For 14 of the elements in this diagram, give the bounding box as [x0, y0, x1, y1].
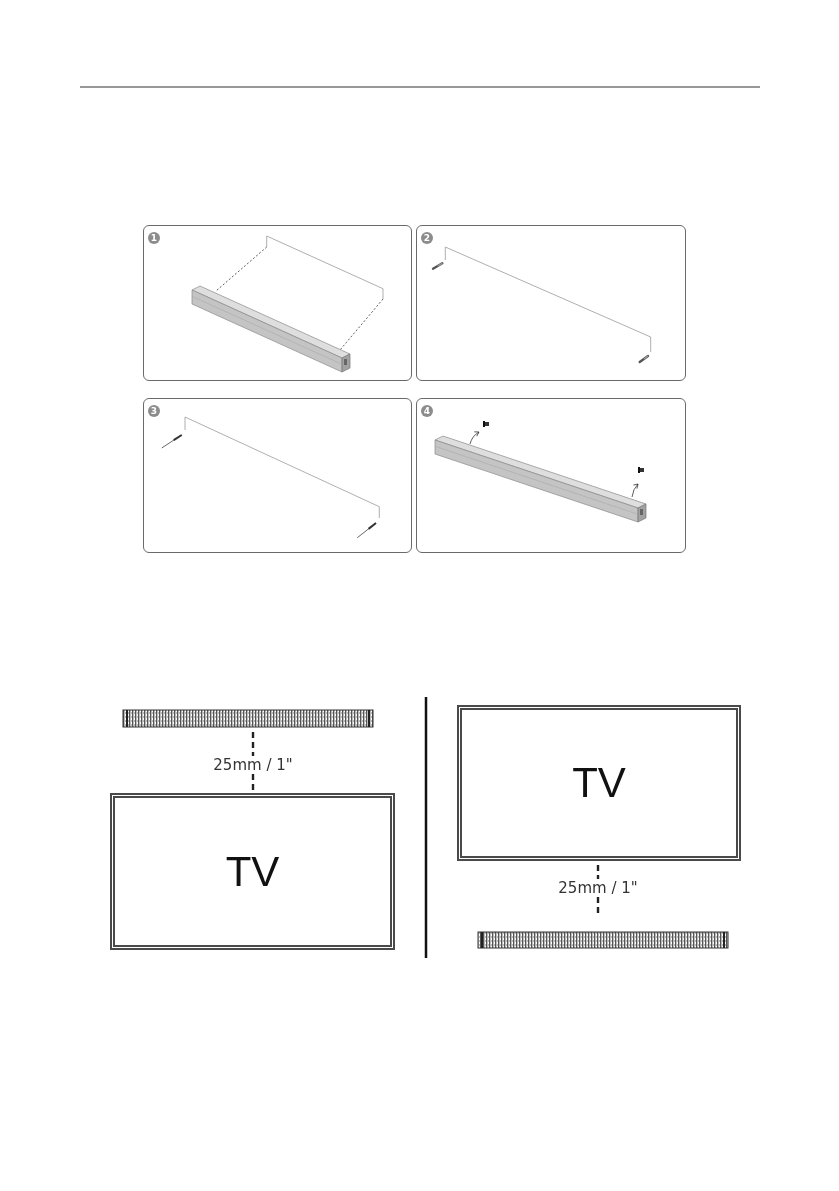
step-number: 1 [148, 232, 160, 244]
dimension-label: 25mm / 1" [558, 881, 638, 896]
screen-label: TV [572, 762, 626, 804]
step-panel [416, 225, 686, 381]
step-panel [416, 398, 686, 553]
step-number: 4 [421, 405, 433, 417]
screen-label: TV [225, 850, 280, 893]
step-number: 3 [148, 405, 160, 417]
step-number: 2 [421, 232, 433, 244]
dimension-label: 25mm / 1" [213, 758, 293, 773]
tv-screen [110, 793, 395, 950]
tv-screen [457, 705, 741, 861]
step-panel [143, 398, 412, 553]
step-panel [143, 225, 412, 381]
